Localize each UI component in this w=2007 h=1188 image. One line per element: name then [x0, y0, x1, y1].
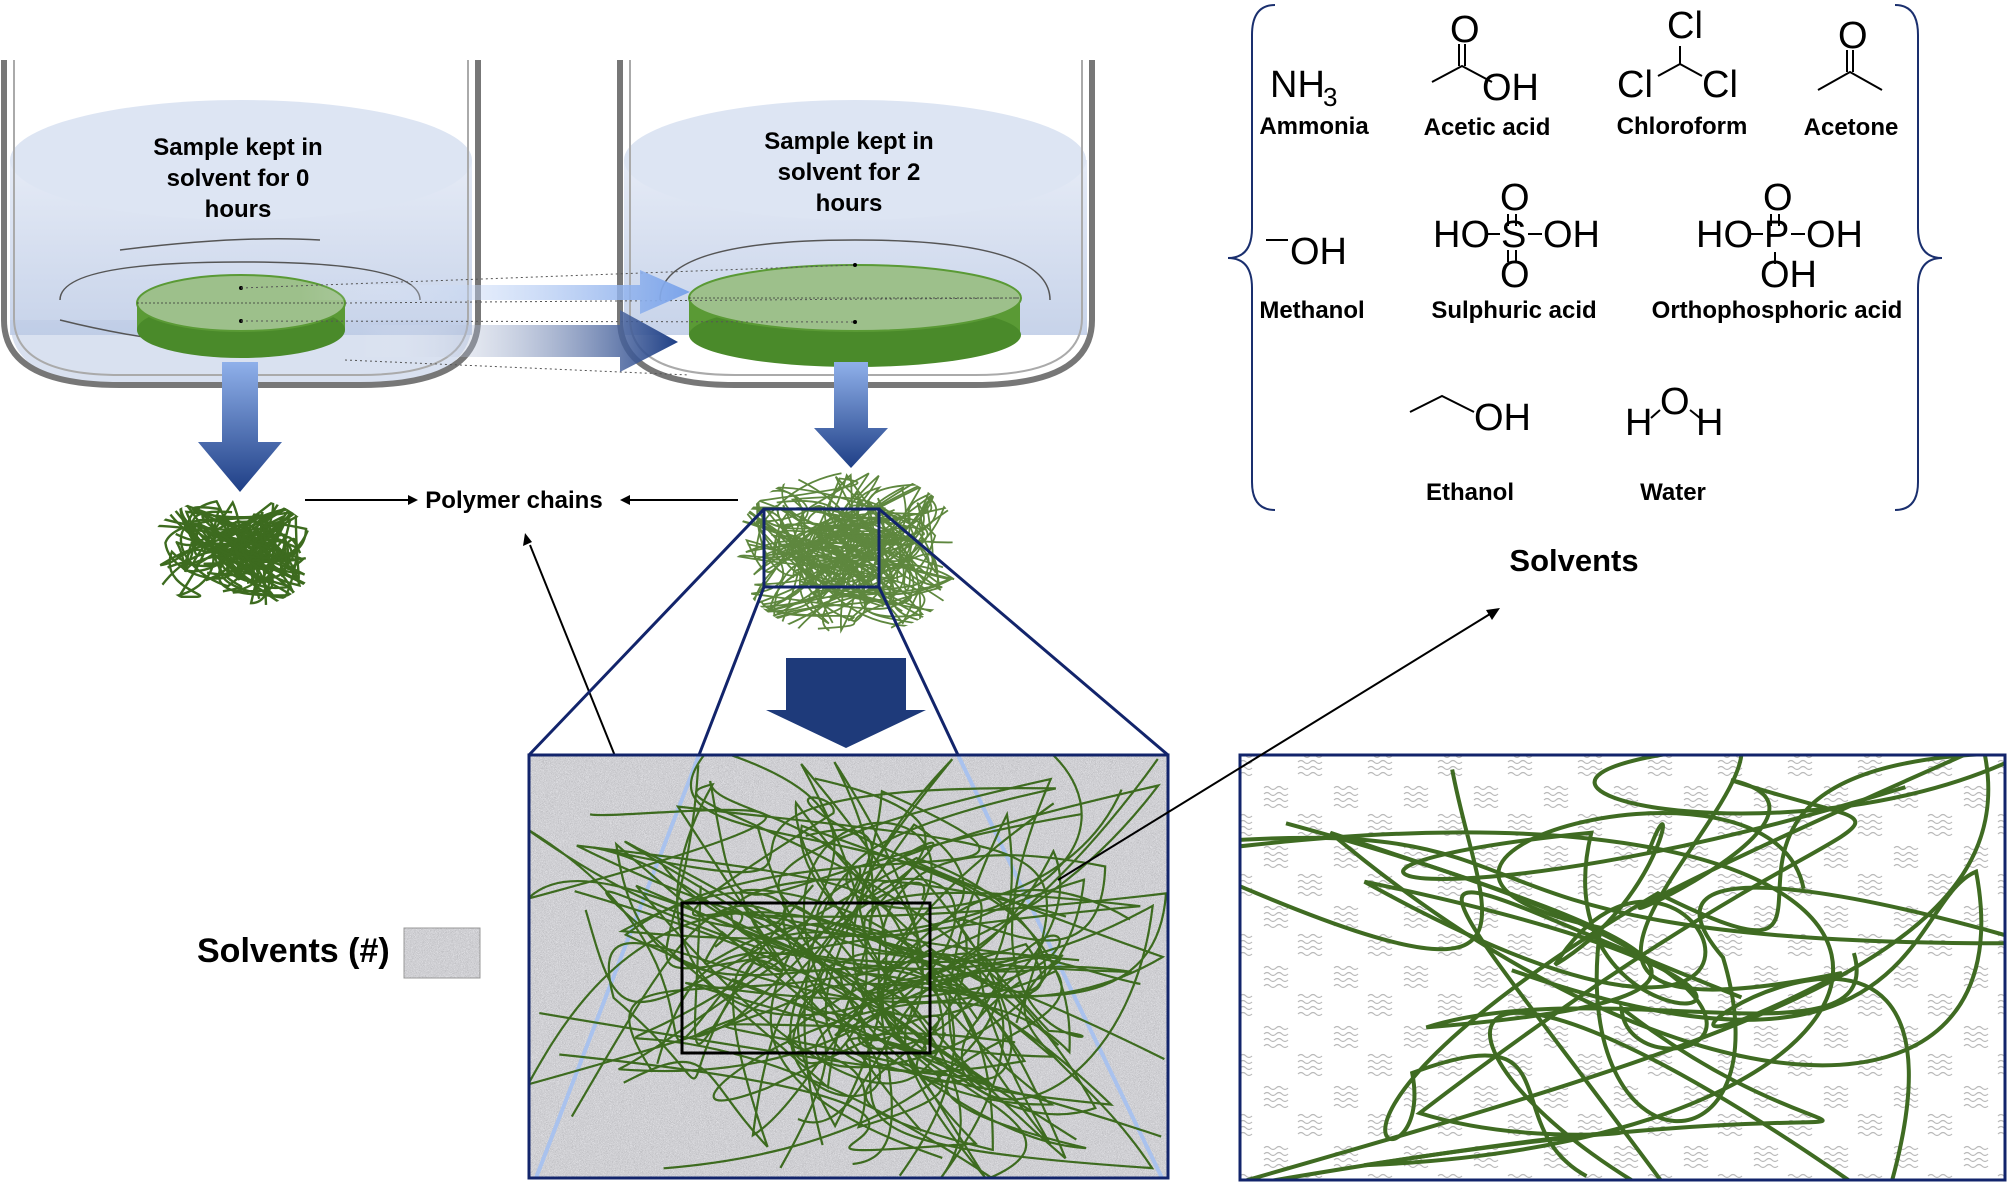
solvents-pointer-arrow — [1057, 608, 1500, 881]
acetic-acid-structure: O OH — [1431, 9, 1539, 109]
polymer-chain — [574, 789, 981, 1146]
svg-text:H: H — [1625, 402, 1652, 444]
polymer-chain — [1240, 811, 2005, 1124]
water-structure: H O H — [1625, 381, 1723, 444]
polymer-chain — [777, 777, 1107, 1166]
svg-text:H: H — [1696, 402, 1723, 444]
svg-text:Cl: Cl — [1667, 5, 1703, 47]
polymer-chain — [184, 510, 262, 566]
polymer-chain — [593, 787, 1123, 1024]
polymer-chain — [179, 515, 284, 605]
beaker-1-label-line-1: Sample kept in — [153, 134, 322, 161]
svg-text:OH: OH — [1482, 67, 1539, 109]
solvent-bracket — [1227, 4, 1943, 511]
svg-text:Cl: Cl — [1617, 64, 1653, 106]
zoom-down-arrow — [766, 658, 926, 748]
polymer-chains-label: Polymer chains — [425, 487, 602, 514]
ethanol-name: Ethanol — [1426, 479, 1514, 506]
svg-text:OH: OH — [1290, 231, 1347, 273]
zoom-panel-noisy — [527, 753, 1170, 1180]
polymer-chain — [233, 501, 313, 605]
ethanol-structure: OH — [1409, 394, 1531, 439]
beaker-1-label-line-3: hours — [205, 196, 272, 223]
ammonia-name: Ammonia — [1259, 113, 1369, 140]
polymer-chain — [748, 477, 912, 625]
down-arrow-1 — [198, 362, 282, 492]
svg-text:O: O — [1500, 254, 1530, 296]
polymer-chain — [570, 840, 1155, 1170]
polymer-chain — [676, 758, 1159, 1138]
polymer-chain — [757, 491, 894, 623]
zoom-projection-lines — [527, 507, 1169, 757]
polymer-chain — [1383, 755, 2005, 1178]
polymer-chain — [656, 810, 1155, 1101]
methanol-structure: OH — [1266, 231, 1347, 273]
svg-text:O: O — [1450, 9, 1480, 51]
zoom-panel-molecular — [1238, 753, 2007, 1182]
polymer-chain — [751, 505, 949, 610]
orthophosphoric-acid-structure: O HO P OH OH — [1696, 177, 1863, 296]
beaker-1-label-line-2: solvent for 0 — [167, 165, 310, 192]
svg-text:O: O — [1500, 177, 1530, 219]
svg-text:HO: HO — [1433, 214, 1490, 256]
polymer-network-0h — [151, 496, 313, 606]
polymer-chain — [1363, 785, 1906, 1006]
polymer-chain — [690, 755, 1071, 1159]
polymer-chain — [634, 878, 1086, 1178]
svg-text:OH: OH — [1474, 397, 1531, 439]
swelling-guide-lines — [240, 264, 1021, 376]
svg-text:O: O — [1763, 177, 1793, 219]
swelling-arrow-dark — [360, 310, 678, 372]
svg-text:P: P — [1764, 214, 1789, 256]
beaker-2-label-line-2: solvent for 2 — [778, 159, 921, 186]
inner-zoom-box — [680, 901, 932, 1055]
methanol-name: Methanol — [1259, 297, 1364, 324]
polymer-chain — [769, 488, 915, 610]
polymer-chain — [1240, 755, 1991, 1180]
polymer-chain — [1459, 755, 1911, 1180]
chloroform-structure: Cl Cl Cl — [1617, 5, 1738, 106]
orthophosphoric-acid-name: Orthophosphoric acid — [1652, 297, 1903, 324]
swelling-arrow-light — [300, 270, 690, 314]
polymer-chain — [794, 491, 942, 628]
beaker-1 — [1, 60, 481, 388]
sulphuric-acid-structure: O HO S OH O — [1433, 177, 1600, 296]
polymer-chain — [614, 841, 994, 1152]
beaker-2-label-line-1: Sample kept in — [764, 128, 933, 155]
polymer-chain — [1329, 830, 1984, 1068]
svg-text:OH: OH — [1760, 254, 1817, 296]
svg-text:OH: OH — [1806, 214, 1863, 256]
svg-text:NH: NH — [1270, 64, 1325, 106]
zoom-selection-box — [762, 507, 881, 589]
acetone-structure: O — [1817, 15, 1883, 91]
svg-text:O: O — [1838, 15, 1868, 57]
polymer-chain — [1240, 769, 1836, 1168]
svg-text:S: S — [1501, 214, 1526, 256]
solvents-legend-swatch — [403, 927, 481, 979]
acetone-name: Acetone — [1804, 114, 1899, 141]
down-arrow-2 — [814, 362, 888, 468]
hydrogel-disc-0h — [136, 274, 346, 358]
sulphuric-acid-name: Sulphuric acid — [1431, 297, 1596, 324]
svg-text:OH: OH — [1543, 214, 1600, 256]
solvents-legend-label: Solvents (#) — [197, 932, 390, 970]
ammonia-structure: NH 3 — [1270, 64, 1337, 112]
svg-text:O: O — [1660, 381, 1690, 423]
polymer-chain — [704, 828, 1027, 1177]
chloroform-name: Chloroform — [1617, 113, 1748, 140]
polymer-network-2h — [736, 472, 957, 634]
polymer-chain — [529, 796, 1166, 999]
svg-text:Cl: Cl — [1702, 64, 1738, 106]
solvents-title: Solvents — [1509, 543, 1638, 578]
svg-text:HO: HO — [1696, 214, 1753, 256]
water-name: Water — [1640, 479, 1706, 506]
svg-text:3: 3 — [1323, 82, 1337, 112]
acetic-acid-name: Acetic acid — [1424, 114, 1551, 141]
hydrogel-disc-2h — [688, 263, 1022, 367]
beaker-2-label-line-3: hours — [816, 190, 883, 217]
